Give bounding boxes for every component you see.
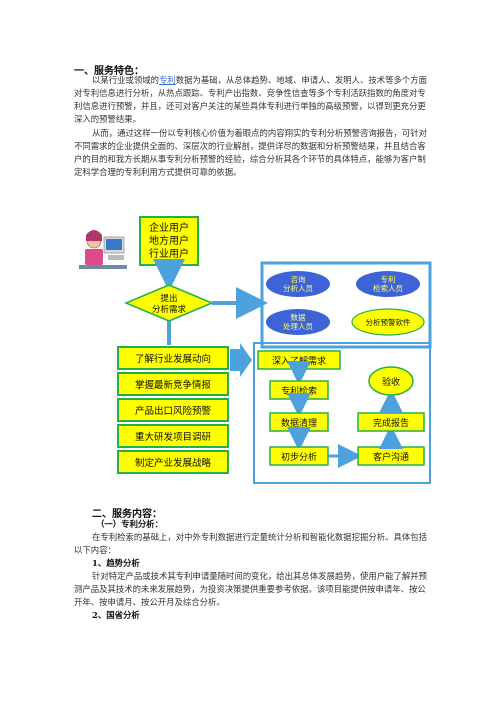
staff-searching: 专利 检索人员 <box>356 271 420 297</box>
p1-text-before: 以某行业或领域的 <box>92 75 159 85</box>
item-2-title: 2、国省分析 <box>92 610 140 620</box>
user-computer-icon <box>79 230 127 269</box>
purpose-rd-research: 重大研发项目调研 <box>135 431 212 443</box>
staff-data: 数据 处理人员 <box>266 309 330 335</box>
purpose-strategy: 制定产业发展战略 <box>135 457 212 469</box>
purposes-to-process-arrow <box>230 343 252 377</box>
staff-software: 分析预警软件 <box>351 308 425 336</box>
step-patent-search: 专利检索 <box>281 385 317 397</box>
step-understand-needs: 深入了解需求 <box>272 355 326 367</box>
section-2-title: 二、服务内容： <box>92 509 162 520</box>
staff-searching-line-1: 专利 <box>381 274 396 284</box>
section-1-title: 一、服务特色： <box>74 66 144 77</box>
section-2-paragraph-1: 在专利检索的基础上，对中外专利数据进行定量统计分析和智能化数据挖掘分析。具体包括… <box>74 532 427 555</box>
user-type-industry: 行业用户 <box>149 247 189 260</box>
purposes-list: 了解行业发展动向 掌握最新竞争情报 产品出口风险预警 重大研发项目调研 制定产业… <box>117 346 229 474</box>
service-flowchart: 企业用户 地方用户 行业用户 提出 分析需求 咨询 分析人员 专利 <box>74 185 434 495</box>
p1-text-after: 数据为基础，从总体趋势、地域、申请人、发明人、技术等多个方面对专利信息进行分析，… <box>74 75 427 124</box>
needs-line-2: 分析需求 <box>152 304 187 315</box>
process-frame <box>253 342 431 484</box>
staff-consulting-line-2: 分析人员 <box>283 283 313 293</box>
step-data-cleaning: 数据清理 <box>281 417 317 429</box>
staff-data-line-2: 处理人员 <box>283 321 313 331</box>
staff-frame <box>260 261 432 349</box>
purpose-export-risk: 产品出口风险预警 <box>135 405 212 417</box>
purpose-industry-trend: 了解行业发展动向 <box>135 353 211 365</box>
subsection-patent-analysis: （一）专利分析： <box>96 519 163 529</box>
step-acceptance: 验收 <box>382 376 400 388</box>
needs-line-1: 提出 <box>160 293 177 304</box>
user-type-local: 地方用户 <box>149 234 189 247</box>
needs-diamond: 提出 分析需求 <box>124 284 214 322</box>
item-1-title: 1、趋势分析 <box>92 558 140 568</box>
purpose-competitive-intel: 掌握最新竞争情报 <box>135 379 212 391</box>
item-1-text: 针对特定产品或技术其专利申请量随时间的变化，给出其总体发展趋势，使用户能了解并预… <box>74 571 427 607</box>
section-1-paragraph-1: 以某行业或领域的专利数据为基础，从总体趋势、地域、申请人、发明人、技术等多个方面… <box>74 74 434 126</box>
step-preliminary-analysis: 初步分析 <box>281 451 317 463</box>
staff-data-line-1: 数据 <box>291 312 306 322</box>
flowchart-svg: 企业用户 地方用户 行业用户 提出 分析需求 咨询 分析人员 专利 <box>79 216 432 484</box>
step-complete-report: 完成报告 <box>373 417 409 429</box>
user-type-enterprise: 企业用户 <box>149 221 189 234</box>
staff-searching-line-2: 检索人员 <box>373 283 403 293</box>
staff-consulting: 咨询 分析人员 <box>266 271 330 297</box>
staff-software-label: 分析预警软件 <box>366 317 411 327</box>
staff-consulting-line-1: 咨询 <box>291 274 306 284</box>
step-client-communication: 客户沟通 <box>373 451 409 463</box>
section-1-paragraph-2: 从而，通过这样一份以专利核心价值为着眼点的内容翔实的专利分析预警咨询报告，可针对… <box>74 128 427 177</box>
patent-link[interactable]: 专利 <box>159 75 176 85</box>
users-box: 企业用户 地方用户 行业用户 <box>139 216 199 266</box>
